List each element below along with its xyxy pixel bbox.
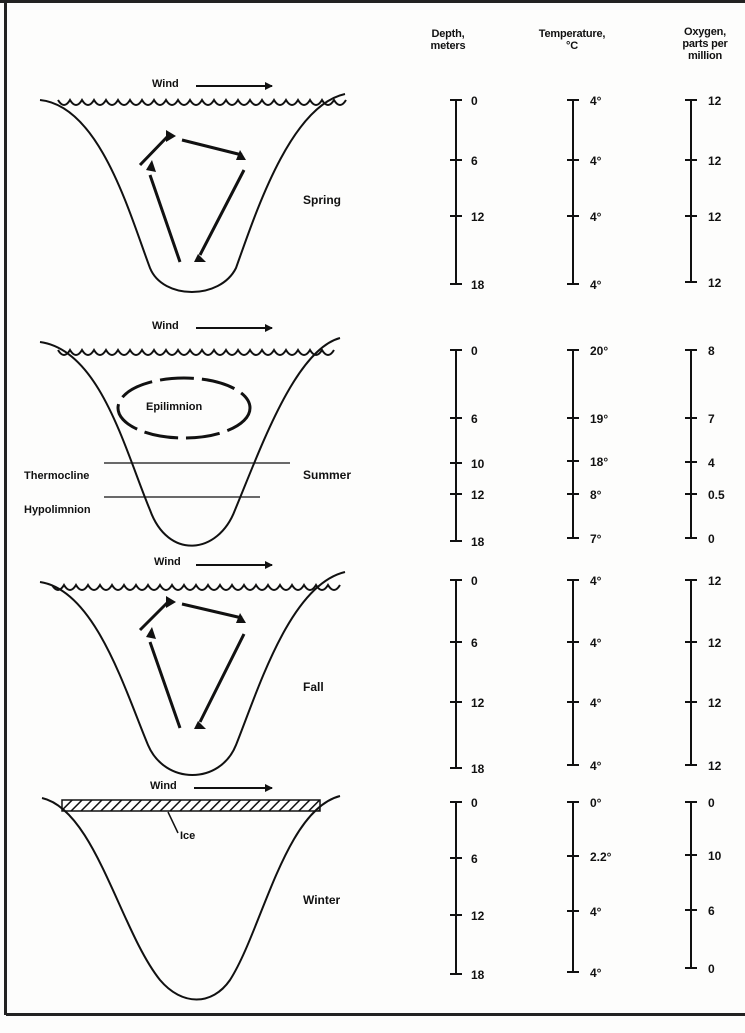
frame-bottom-border	[6, 1013, 745, 1016]
temperature-column-header: Temperature, °C	[538, 28, 606, 52]
hypolimnion-label: Hypolimnion	[24, 504, 91, 516]
spring-lake	[39, 82, 347, 293]
winter-oxygen-tick-label: 0	[708, 962, 715, 976]
summer-depth-tick-label: 12	[471, 488, 485, 502]
temperature-scales	[567, 99, 579, 973]
summer-depth-tick-label: 18	[471, 535, 485, 549]
lake-basin-outline	[39, 93, 346, 293]
summer-oxygen-tick-label: 7	[708, 412, 715, 426]
spring-depth-tick-label: 18	[471, 278, 485, 292]
frame-left-border	[4, 0, 7, 1015]
fall-depth-tick-label: 0	[471, 574, 478, 588]
spring-temperature-tick-label: 4°	[590, 94, 602, 108]
summer-oxygen-tick-label: 8	[708, 344, 715, 358]
winter-depth-tick-label: 12	[471, 909, 485, 923]
winter-depth-tick-label: 0	[471, 796, 478, 810]
summer-depth-tick-label: 0	[471, 344, 478, 358]
summer-depth-tick-label: 10	[471, 457, 485, 471]
summer-lake	[39, 324, 341, 547]
fall-oxygen-tick-label: 12	[708, 574, 722, 588]
fall-depth-tick-label: 12	[471, 696, 485, 710]
winter-depth-tick-label: 18	[471, 968, 485, 982]
fall-depth-tick-label: 6	[471, 636, 478, 650]
wind-label: Wind	[154, 556, 181, 568]
water-surface-waves	[51, 583, 341, 591]
fall-oxygen-tick-label: 12	[708, 696, 722, 710]
lake-basin-outline	[39, 571, 346, 776]
fall-temperature-tick-label: 4°	[590, 574, 602, 588]
winter-temperature-tick-label: 4°	[590, 905, 602, 919]
summer-temperature-tick-label: 19°	[590, 412, 609, 426]
spring-depth-tick-label: 12	[471, 210, 485, 224]
fall-oxygen-tick-label: 12	[708, 759, 722, 773]
winter-oxygen-tick-label: 0	[708, 796, 715, 810]
spring-temperature-tick-label: 4°	[590, 154, 602, 168]
ice-layer	[61, 799, 321, 812]
depth-scales	[450, 99, 462, 975]
wind-label: Wind	[150, 780, 177, 792]
ice-pointer	[167, 811, 179, 834]
spring-temperature-tick-label: 4°	[590, 278, 602, 292]
spring-depth-tick-label: 6	[471, 154, 478, 168]
fall-oxygen-tick-label: 12	[708, 636, 722, 650]
summer-temperature-tick-label: 20°	[590, 344, 609, 358]
circulation-arrows	[138, 600, 246, 729]
summer-temperature-tick-label: 8°	[590, 488, 602, 502]
winter-lake	[41, 784, 341, 1001]
spring-depth-tick-label: 0	[471, 94, 478, 108]
summer-oxygen-tick-label: 0	[708, 532, 715, 546]
spring-oxygen-tick-label: 12	[708, 276, 722, 290]
summer-oxygen-tick-label: 0.5	[708, 488, 725, 502]
wind-label: Wind	[152, 78, 179, 90]
water-surface-waves	[57, 98, 347, 106]
summer-temperature-tick-label: 7°	[590, 532, 602, 546]
winter-temperature-tick-label: 2.2°	[590, 850, 612, 864]
circulation-arrows	[138, 134, 246, 263]
winter-temperature-tick-label: 4°	[590, 966, 602, 980]
winter-oxygen-tick-label: 6	[708, 904, 715, 918]
fall-lake	[39, 561, 346, 776]
spring-oxygen-tick-label: 12	[708, 154, 722, 168]
lake-basin-outline	[41, 795, 341, 1001]
oxygen-scales	[685, 99, 697, 969]
oxygen-column-header: Oxygen, parts per million	[682, 26, 728, 62]
lake-basin-outline	[39, 337, 341, 547]
summer-depth-tick-label: 6	[471, 412, 478, 426]
fall-temperature-tick-label: 4°	[590, 696, 602, 710]
spring-oxygen-tick-label: 12	[708, 94, 722, 108]
epilimnion-circulation	[116, 376, 252, 440]
epilimnion-label: Epilimnion	[146, 401, 203, 413]
fall-temperature-tick-label: 4°	[590, 759, 602, 773]
summer-oxygen-tick-label: 4	[708, 456, 715, 470]
fall-temperature-tick-label: 4°	[590, 636, 602, 650]
winter-temperature-tick-label: 0°	[590, 796, 602, 810]
summer-temperature-tick-label: 18°	[590, 455, 609, 469]
depth-column-header: Depth, meters	[430, 28, 466, 52]
season-label-summer: Summer	[303, 468, 352, 482]
fall-depth-tick-label: 18	[471, 762, 485, 776]
thermocline-label: Thermocline	[24, 470, 90, 482]
water-surface-waves	[57, 348, 335, 356]
winter-oxygen-tick-label: 10	[708, 849, 722, 863]
winter-depth-tick-label: 6	[471, 852, 478, 866]
season-label-winter: Winter	[303, 893, 341, 907]
ice-label: Ice	[180, 830, 196, 842]
frame-top-border	[0, 0, 745, 3]
spring-temperature-tick-label: 4°	[590, 210, 602, 224]
spring-oxygen-tick-label: 12	[708, 210, 722, 224]
wind-label: Wind	[152, 320, 179, 332]
season-label-spring: Spring	[303, 193, 341, 207]
season-label-fall: Fall	[303, 680, 324, 694]
